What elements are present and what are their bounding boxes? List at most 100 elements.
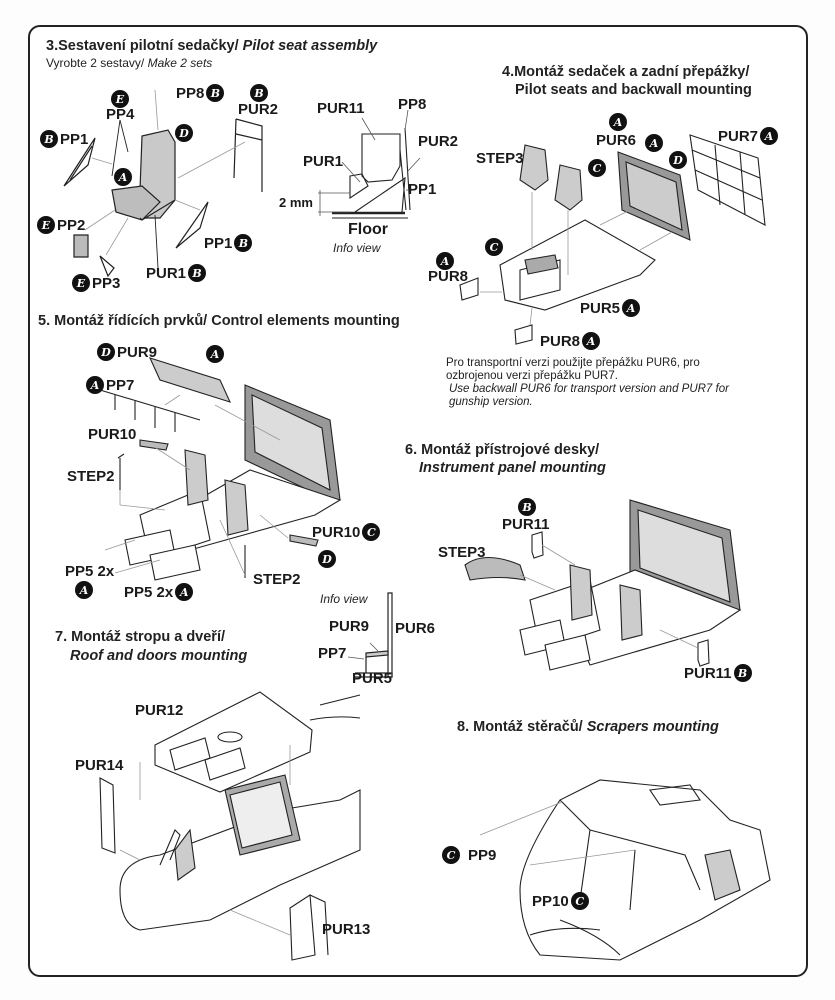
label-pp3-text: PP3 bbox=[92, 274, 121, 292]
label-pur14-text: PUR14 bbox=[75, 757, 124, 774]
label-pp4-text: PP4 bbox=[106, 106, 135, 123]
badge-pur10-right: C bbox=[362, 523, 381, 541]
badge-pur8-left-wrap: A bbox=[436, 252, 454, 270]
label-pur2-text: PUR2 bbox=[238, 101, 279, 118]
badge-pur6-d: D bbox=[669, 151, 687, 169]
badge-seat-a: A bbox=[114, 168, 132, 186]
label-step3-6: STEP3 bbox=[438, 544, 486, 561]
step3-sub-en: Make 2 sets bbox=[147, 56, 213, 70]
info5-pp7: PP7 bbox=[318, 645, 346, 662]
label-pur13-text: PUR13 bbox=[322, 921, 371, 938]
badge-pp1-right: B bbox=[234, 234, 253, 252]
step5-info-diagram bbox=[300, 585, 430, 695]
info-label-pp8: PP8 bbox=[398, 96, 426, 113]
label-step3-4-text: STEP3 bbox=[476, 150, 524, 167]
step3-seat-1 bbox=[520, 145, 548, 190]
badge-pur8-bottom: A bbox=[582, 332, 601, 350]
step3-subtitle: Vyrobte 2 sestavy/ Make 2 sets bbox=[46, 56, 212, 70]
label-step2-left-text: STEP2 bbox=[67, 468, 115, 485]
info-pur11-text: PUR11 bbox=[317, 100, 365, 117]
pur9-part bbox=[150, 358, 230, 402]
seat-cushion bbox=[112, 186, 160, 220]
badge-seat-a-wrap: A bbox=[114, 168, 132, 186]
seat-info-view-diagram bbox=[260, 90, 440, 260]
badge-pp7: A bbox=[86, 376, 104, 394]
badge-pur7: A bbox=[760, 127, 779, 145]
step4-note: Pro transportní verzi použijte přepážku … bbox=[446, 357, 746, 409]
info5-pur5: PUR5 bbox=[352, 670, 392, 687]
badge-pur9-a: A bbox=[206, 345, 224, 363]
label-step2-bottom: STEP2 bbox=[253, 571, 301, 588]
label-step3-6-text: STEP3 bbox=[438, 544, 486, 561]
badge-floor-c-wrap: C bbox=[485, 238, 503, 256]
label-step3-4: STEP3 bbox=[476, 150, 524, 167]
step4-title-line1: 4.Montáž sedaček a zadní přepážky/ bbox=[502, 64, 750, 80]
badge-floor-c: C bbox=[485, 238, 503, 256]
label-pur11-bottom-text: PUR11 bbox=[684, 664, 732, 682]
label-pp1-right-text: PP1 bbox=[204, 234, 233, 252]
badge-pur11-top-wrap: B bbox=[518, 498, 536, 516]
badge-pp2: E bbox=[37, 216, 55, 234]
step5-title: 5. Montáž řídících prvků/ Control elemen… bbox=[38, 313, 400, 329]
label-pur7-text: PUR7 bbox=[718, 127, 759, 145]
badge-pur6-a: A bbox=[645, 134, 663, 152]
step4-title-line2: Pilot seats and backwall mounting bbox=[515, 82, 752, 98]
label-pur8-left-text: PUR8 bbox=[428, 268, 469, 285]
step3-title: 3.Sestavení pilotní sedačky/ Pilot seat … bbox=[46, 38, 377, 54]
badge-pur10-d-wrap: D bbox=[318, 550, 336, 568]
label-pur12: PUR12 bbox=[135, 702, 183, 719]
pur8-left-part bbox=[460, 278, 478, 300]
label-pur6-text: PUR6 bbox=[596, 132, 637, 149]
pur8-bottom-part bbox=[515, 325, 532, 344]
badge-pp3: E bbox=[72, 274, 90, 292]
info5-pur9-text: PUR9 bbox=[329, 618, 370, 635]
label-pur2: PUR2 bbox=[238, 101, 278, 118]
pur11-bottom-part bbox=[698, 640, 709, 666]
badge-pp4: E bbox=[111, 90, 129, 108]
badge-pur6: A bbox=[609, 113, 627, 131]
badge-seat-d-wrap: D bbox=[175, 124, 193, 142]
scrapers-diagram bbox=[500, 760, 790, 960]
info-label-pur1: PUR1 bbox=[303, 153, 343, 170]
badge-pp5-left-wrap: A bbox=[75, 581, 93, 599]
info-pp1-text: PP1 bbox=[408, 181, 437, 198]
roof-doors-diagram bbox=[80, 690, 410, 960]
pur13-part bbox=[290, 895, 328, 960]
step7-title-line1: 7. Montáž stropu a dveří/ bbox=[55, 629, 225, 645]
label-pur2-badge: B bbox=[250, 84, 268, 102]
info-floor-text: Floor bbox=[348, 221, 388, 238]
info-caption: Info view bbox=[333, 241, 381, 255]
badge-pur11-top: B bbox=[518, 498, 536, 516]
label-pp7-text: PP7 bbox=[106, 376, 135, 394]
label-pp10-text: PP10 bbox=[532, 892, 569, 910]
label-pp8-text: PP8 bbox=[176, 84, 205, 102]
info-dimension: 2 mm bbox=[279, 195, 313, 210]
label-pur10-left-text: PUR10 bbox=[88, 426, 137, 443]
info-pur2-text: PUR2 bbox=[418, 133, 459, 150]
pur11-top-part bbox=[532, 532, 543, 558]
step8-title-en: Scrapers mounting bbox=[586, 719, 719, 735]
info-label-pp1: PP1 bbox=[408, 181, 436, 198]
step3-sub-cz: Vyrobte 2 sestavy/ bbox=[46, 56, 148, 70]
label-pur12-text: PUR12 bbox=[135, 702, 184, 719]
step8-title-cz: 8. Montáž stěračů/ bbox=[457, 719, 587, 735]
step3-seat-2 bbox=[555, 165, 582, 210]
label-step2-bottom-text: STEP2 bbox=[253, 571, 301, 588]
info-pp8-text: PP8 bbox=[398, 96, 427, 113]
info-label-pur2: PUR2 bbox=[418, 133, 458, 150]
badge-pp8: B bbox=[206, 84, 225, 102]
pp7-part bbox=[100, 390, 200, 432]
pp1-right-part bbox=[176, 202, 208, 248]
step3-title-cz: 3.Sestavení pilotní sedačky/ bbox=[46, 38, 243, 54]
pp1-left-part bbox=[64, 138, 95, 186]
pilot-seat-diagram bbox=[30, 90, 260, 310]
